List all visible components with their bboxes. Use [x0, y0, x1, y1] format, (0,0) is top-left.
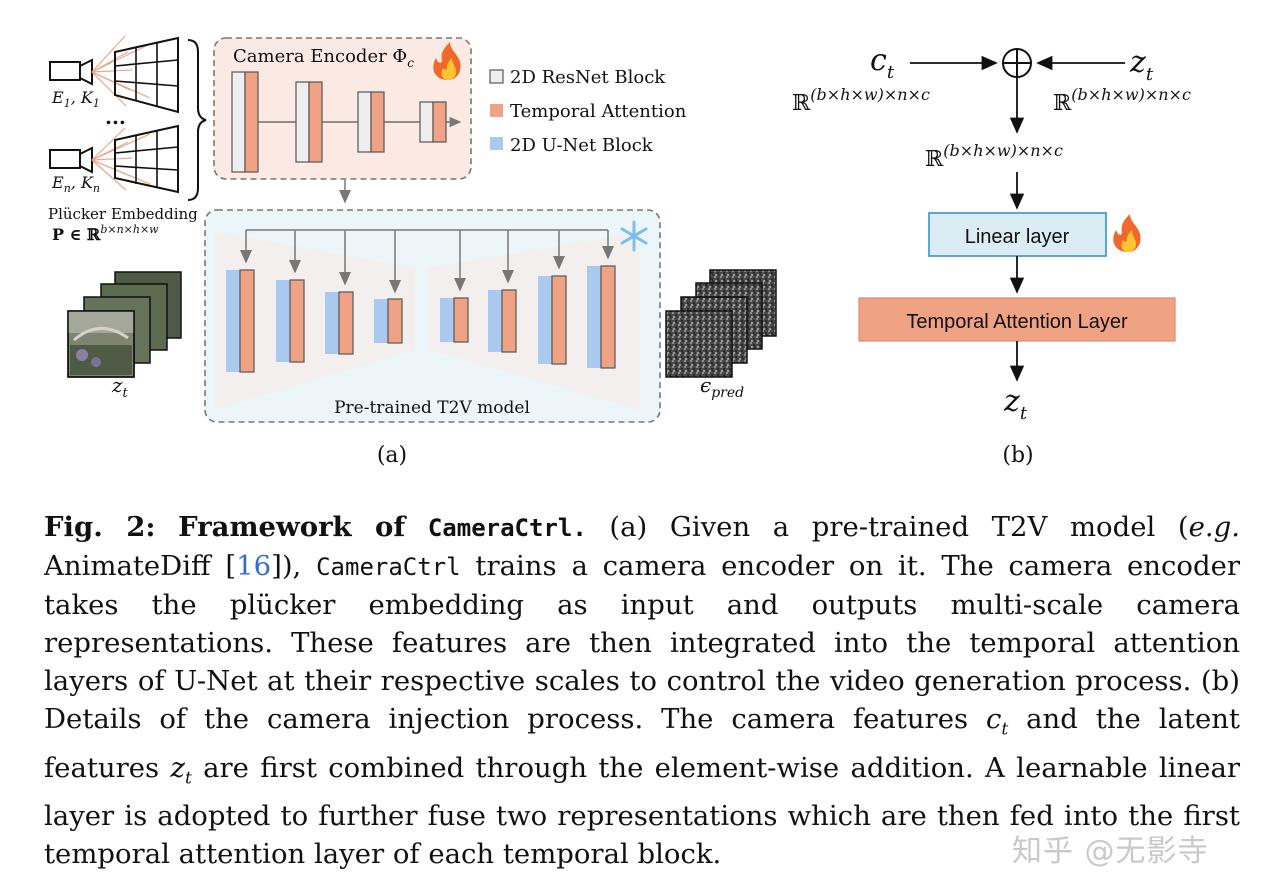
caption-text-4: trains a camera encoder on it. The camer…: [44, 550, 1240, 735]
legend-resnet: 2D ResNet Block: [510, 67, 666, 88]
figure-canvas: E1, K1 ... En, Kn Plücker Embedding P ∈ …: [48, 35, 1191, 468]
dim-mid: ℝ(b×h×w)×n×c: [925, 141, 1063, 172]
encoder-blocks: [231, 71, 462, 173]
camera-n-icon: [49, 124, 179, 194]
caption-title-code: CameraCtrl.: [427, 514, 587, 542]
legend-swatch-resnet: [489, 69, 504, 84]
camera-1-label: E1, K1: [51, 88, 100, 110]
legend-swatch-unet: [490, 137, 503, 150]
caption-title: Framework of: [178, 511, 406, 543]
caption-text-1: (a) Given a pre-trained T2V model (: [609, 511, 1189, 543]
legend-unet: 2D U-Net Block: [510, 135, 654, 156]
panel-b-label: (b): [1002, 443, 1033, 468]
figure-caption: Fig. 2: Framework of CameraCtrl. (a) Giv…: [44, 508, 1240, 873]
eps-pred-label: ϵpred: [700, 373, 744, 401]
panel-a-label: (a): [377, 443, 407, 468]
dim-left: ℝ(b×h×w)×n×c: [792, 85, 930, 116]
linear-layer-label: Linear layer: [965, 226, 1070, 248]
ellipsis: ...: [105, 105, 126, 129]
fire-icon: [433, 42, 461, 80]
legend-swatch-temporal: [490, 104, 503, 117]
noise-frames-stack: [665, 269, 777, 378]
caption-text-6: are first combined through the element-w…: [44, 751, 1240, 871]
temporal-attention-box: [858, 297, 1176, 342]
watermark: 知乎 @无影寺: [1012, 834, 1209, 869]
dim-right: ℝ(b×h×w)×n×c: [1053, 85, 1191, 116]
legend: 2D ResNet Block Temporal Attention 2D U-…: [489, 67, 687, 156]
legend-temporal: Temporal Attention: [510, 101, 687, 122]
camera-1-icon: [49, 35, 179, 114]
linear-layer-box: [928, 212, 1107, 257]
camera-encoder-box: [213, 37, 472, 180]
caption-fig-label: Fig. 2:: [44, 511, 156, 543]
caption-text-5: and the latent features: [44, 703, 1240, 784]
caption-code: CameraCtrl: [316, 553, 461, 581]
fire-icon-b: [1113, 214, 1141, 252]
unet-caption: Pre-trained T2V model: [334, 398, 530, 418]
grouping-brace: [187, 39, 207, 201]
caption-text-3: ]),: [271, 550, 302, 582]
add-operator-icon: [1002, 48, 1032, 78]
plucker-title: Plücker Embedding: [48, 205, 198, 223]
zt-label-b: zt: [1129, 45, 1154, 85]
camera-n-label: En, Kn: [51, 173, 100, 195]
unet-blocks: [226, 229, 616, 373]
caption-eg: e.g.: [1188, 511, 1240, 543]
citation-link[interactable]: 16: [236, 550, 272, 582]
caption-zt: zt: [170, 751, 192, 789]
plucker-formula: P ∈ ℝb×n×h×w: [52, 223, 159, 244]
temporal-attention-label: Temporal Attention Layer: [906, 311, 1128, 333]
zt-output-label: zt: [1003, 384, 1028, 424]
caption-text-2: AnimateDiff [: [44, 550, 237, 582]
ct-label: ct: [870, 43, 895, 83]
caption-ct: ct: [986, 703, 1009, 740]
camera-encoder-title: Camera Encoder Φc: [233, 46, 414, 70]
snowflake-icon: [620, 220, 648, 252]
latent-frames-stack: [67, 271, 182, 378]
zt-label-a: zt: [111, 373, 129, 401]
